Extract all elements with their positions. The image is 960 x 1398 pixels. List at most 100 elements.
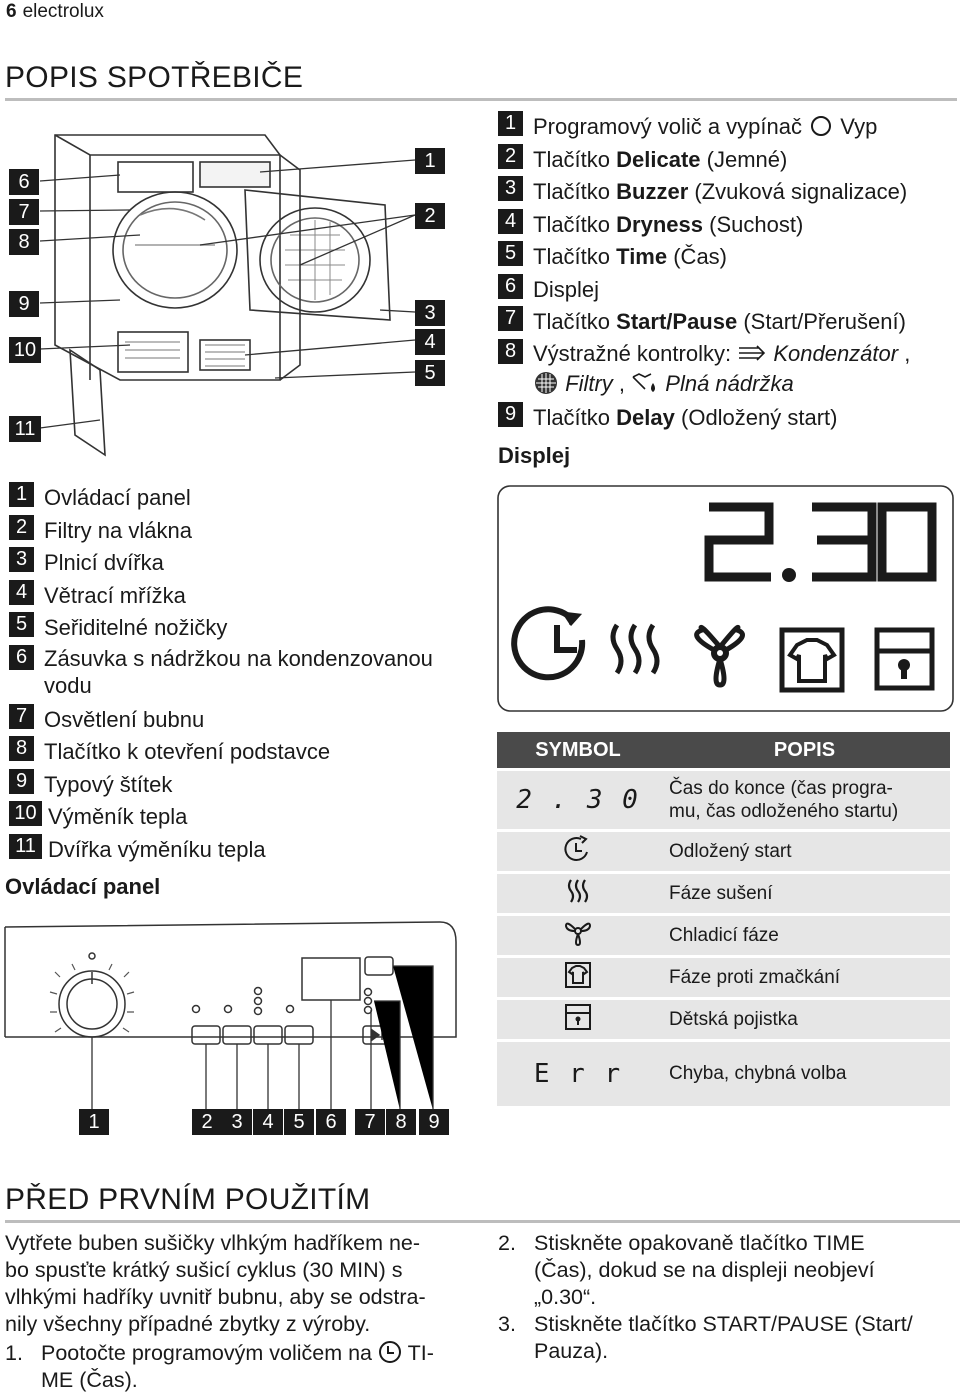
item-label: Výměník tepla xyxy=(48,804,188,829)
item-number: 9 xyxy=(498,401,523,427)
panel-callout-8: 8 xyxy=(386,1109,416,1135)
section-rule xyxy=(5,1220,960,1223)
shirt-icon xyxy=(565,961,591,988)
table-row: 2 . 3 0 Čas do konce (čas progra-mu, čas… xyxy=(497,771,950,829)
item-number: 8 xyxy=(498,338,523,364)
clock-icon xyxy=(564,834,588,861)
diagram-callout-9: 9 xyxy=(9,291,39,317)
item-label: Ovládací panel xyxy=(44,485,191,510)
item-number: 7 xyxy=(498,306,523,331)
item-label: Plnicí dvířka xyxy=(44,550,164,575)
step-1: 1. Pootočte programovým voličem na TI-ME… xyxy=(5,1341,434,1392)
diagram-callout-7: 7 xyxy=(9,199,39,225)
header-symbol: SYMBOL xyxy=(497,732,659,768)
brand-name: electrolux xyxy=(22,1,104,22)
table-header-row: SYMBOL POPIS xyxy=(497,732,950,768)
control-panel-heading: Ovládací panel xyxy=(5,874,161,899)
diagram-callout-1: 1 xyxy=(415,148,445,174)
item-number: 9 xyxy=(9,768,34,794)
full-tank-icon xyxy=(632,372,656,392)
item-number: 6 xyxy=(9,644,34,670)
diagram-callout-6: 6 xyxy=(9,169,39,195)
page-number: 6 xyxy=(6,1,17,22)
item-label: Displej xyxy=(533,276,600,302)
item-number: 8 xyxy=(9,736,34,761)
header-description: POPIS xyxy=(659,732,950,768)
item-label: Tlačítko Start/Pause (Start/Přerušení) xyxy=(533,309,906,334)
diagram-callout-3: 3 xyxy=(415,300,445,326)
item-number: 6 xyxy=(498,273,523,299)
panel-callout-9: 9 xyxy=(419,1109,449,1135)
diagram-callout-10: 10 xyxy=(9,337,41,363)
panel-callout-6: 6 xyxy=(316,1109,346,1135)
description-cell: Fáze proti zmačkání xyxy=(659,958,950,997)
item-label: Osvětlení bubnu xyxy=(44,706,205,732)
panel-callout-5: 5 xyxy=(284,1109,314,1135)
symbol-cell xyxy=(497,958,659,997)
item-number: 3 xyxy=(9,547,34,572)
item-label: Tlačítko Delicate (Jemné) xyxy=(533,146,788,172)
clock-icon xyxy=(379,1341,401,1363)
err-icon: E r r xyxy=(497,1042,659,1106)
condenser-icon xyxy=(739,344,766,361)
item-label: Tlačítko Buzzer (Zvuková signalizace) xyxy=(533,179,908,204)
item-number: 7 xyxy=(9,703,34,729)
table-row: Dětská pojistka xyxy=(497,1000,950,1039)
item-label: Seřiditelné nožičky xyxy=(44,615,228,640)
panel-callout-1: 1 xyxy=(79,1109,109,1135)
dryer-illustration xyxy=(39,134,416,457)
diagram-callout-8: 8 xyxy=(9,229,39,255)
item-number: 11 xyxy=(9,833,42,859)
item-number: 5 xyxy=(498,241,523,266)
display-illustration xyxy=(497,485,954,712)
description-cell: Čas do konce (čas progra-mu, čas odložen… xyxy=(659,771,950,829)
time-digits-icon: 2 . 3 0 xyxy=(497,771,659,829)
description-cell: Chladicí fáze xyxy=(659,916,950,955)
item-number: 2 xyxy=(9,514,34,540)
diagram-callout-5: 5 xyxy=(415,360,445,386)
description-cell: Dětská pojistka xyxy=(659,1000,950,1039)
item-number: 5 xyxy=(9,612,34,637)
item-number: 3 xyxy=(498,176,523,201)
list-item: 9 Typový štítek xyxy=(9,768,433,802)
item-number: 1 xyxy=(498,111,523,136)
diagram-callout-2: 2 xyxy=(415,203,445,229)
heat-waves-icon xyxy=(567,878,589,903)
item-label: Typový štítek xyxy=(44,771,173,797)
panel-callout-2: 2 xyxy=(192,1109,222,1135)
first-use-intro: Vytřete buben sušičky vlhkým hadříkem ne… xyxy=(5,1230,475,1394)
panel-callout-7: 7 xyxy=(355,1109,385,1135)
description-cell: Odložený start xyxy=(659,832,950,871)
control-panel-illustration xyxy=(4,921,457,1110)
item-number: 10 xyxy=(9,801,42,826)
item-label: Dvířka výměníku tepla xyxy=(48,836,266,862)
section-title-first-use: PŘED PRVNÍM POUŽITÍM xyxy=(5,1183,371,1216)
panel-callout-4: 4 xyxy=(253,1109,283,1135)
symbol-cell xyxy=(497,832,659,871)
description-cell: Chyba, chybná volba xyxy=(659,1042,950,1106)
symbol-cell xyxy=(497,916,659,955)
step-2: 2. Stiskněte opakovaně tlačítko TIME(Čas… xyxy=(498,1231,875,1309)
step-3: 3. Stiskněte tlačítko START/PAUSE (Start… xyxy=(498,1312,913,1363)
description-cell: Fáze sušení xyxy=(659,874,950,913)
list-item: 7 Osvětlení bubnu xyxy=(9,703,433,737)
table-row: Chladicí fáze xyxy=(497,916,950,955)
diagram-callout-11: 11 xyxy=(9,416,41,442)
table-row: E r r Chyba, chybná volba xyxy=(497,1042,950,1106)
item-number: 4 xyxy=(498,208,523,234)
lock-icon xyxy=(565,1003,591,1030)
item-number: 4 xyxy=(9,579,34,605)
list-item: 3 Plnicí dvířka xyxy=(9,547,433,580)
